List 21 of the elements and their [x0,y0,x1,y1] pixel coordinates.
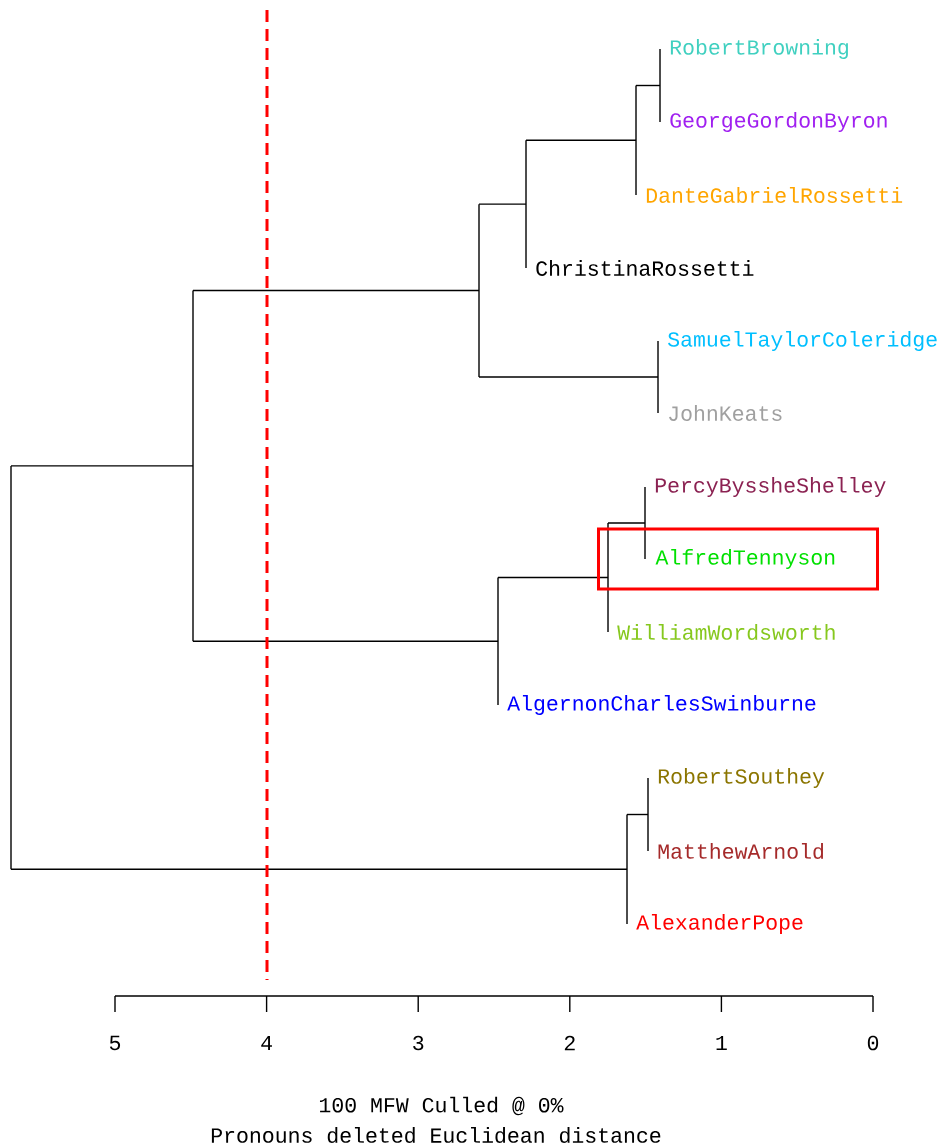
leaf-label: ChristinaRossetti [536,260,754,276]
axis-caption: 100 MFW Culled @ 0% [320,1096,564,1116]
leaf-label: AlexanderPope [636,914,803,935]
leaf-label: JohnKeats [669,405,782,421]
leaf-label: MatthewArnold [658,843,823,859]
leaf-label: GeorgeGordonByron [670,112,887,133]
leaf-label: RobertSouthey [658,768,825,789]
leaf-label: AlgernonCharlesSwinburne [507,695,816,716]
tick-label: 3 [413,1035,424,1051]
leaf-label: DanteGabrielRossetti [646,187,903,203]
tick-label: 5 [109,1035,121,1051]
tick-label: 2 [564,1035,575,1051]
highlight-box: AlfredTennyson [597,527,879,591]
tick-label: 1 [716,1035,727,1051]
leaf-label: RobertBrowning [670,39,848,59]
tick-label: 4 [261,1035,272,1051]
axis-caption: Pronouns deleted Euclidean distance [211,1127,661,1143]
tick-label: 0 [867,1035,879,1051]
leaf-label: SamuelTaylorColeridge [668,331,937,352]
leaf-label: WilliamWordsworth [617,624,835,640]
leaf-label: PercyByssheShelley [655,477,886,498]
